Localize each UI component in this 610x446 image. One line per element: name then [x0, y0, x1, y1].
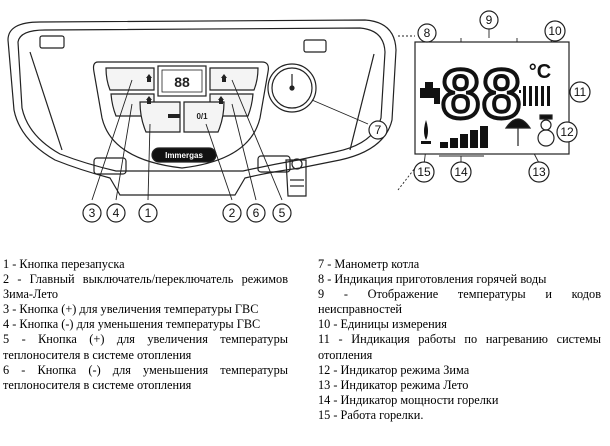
svg-text:3: 3 [89, 206, 96, 220]
svg-text:2: 2 [229, 206, 236, 220]
legend-item-2: 2 - Главный выключатель/переключатель ре… [3, 272, 288, 302]
svg-text:5: 5 [279, 206, 286, 220]
legend-item-12: 12 - Индикатор режима Зима [318, 362, 470, 377]
panel-inner-body [17, 27, 386, 172]
callout-5: 5 [272, 203, 292, 223]
callout-12: 12 [556, 121, 578, 143]
svg-text:6: 6 [253, 206, 260, 220]
tap-minus-icon [146, 96, 152, 104]
brand-label: Immergas [165, 151, 203, 160]
button-main-switch[interactable] [183, 101, 225, 133]
pressure-gauge [267, 63, 317, 113]
reset-icon [168, 114, 180, 118]
svg-text:9: 9 [486, 13, 493, 27]
legend-item-15: 15 - Работа горелки. [318, 407, 424, 422]
callout-9: 9 [479, 10, 499, 30]
bottom-right-clip [257, 155, 291, 173]
tap-plus-icon [146, 74, 152, 82]
button-heating-plus[interactable] [209, 67, 259, 91]
callout-6: 6 [246, 203, 266, 223]
svg-text:1: 1 [145, 206, 152, 220]
button-dhw-plus[interactable] [105, 67, 155, 91]
dhw-tap-icon [420, 82, 440, 104]
legend-item-14: 14 - Индикатор мощности горелки [318, 392, 499, 407]
svg-text:14: 14 [454, 165, 468, 179]
legend-item-10: 10 - Единицы измерения [318, 317, 447, 332]
legend-item-4: 4 - Кнопка (-) для уменьшения температур… [3, 317, 261, 332]
legend-item-9: 9 - Отображение температуры и кодов неис… [318, 287, 601, 317]
callout-7: 7 [368, 120, 388, 140]
top-left-clip [39, 35, 65, 49]
lcd-detail: 88 °C [414, 41, 570, 155]
callout-11: 11 [569, 81, 591, 103]
main-switch-label: 0/1 [196, 112, 208, 121]
radiator-minus-icon [218, 96, 224, 104]
brand-plate [151, 147, 217, 163]
callout-1: 1 [138, 203, 158, 223]
snowman-icon [537, 114, 555, 147]
callout-13: 13 [528, 161, 550, 183]
control-panel-diagram: 88 0/1 Immergas [7, 10, 591, 223]
svg-text:88: 88 [174, 74, 190, 90]
callout-8: 8 [417, 23, 437, 43]
lcd-unit: °C [529, 61, 551, 83]
flame-icon [421, 120, 431, 144]
legend-item-8: 8 - Индикация приготовления горячей воды [318, 272, 547, 287]
callout-14: 14 [450, 161, 472, 183]
radiator-icon [519, 86, 550, 106]
legend-right: 7 - Манометр котла 8 - Индикация пригото… [318, 257, 601, 423]
svg-text:13: 13 [532, 165, 546, 179]
svg-text:15: 15 [417, 165, 431, 179]
callout-15: 15 [413, 161, 435, 183]
control-module [92, 61, 269, 169]
umbrella-icon [504, 118, 532, 146]
svg-text:10: 10 [548, 24, 562, 38]
legend-item-5: 5 - Кнопка (+) для увеличения температур… [3, 332, 288, 362]
legend-item-1: 1 - Кнопка перезапуска [3, 257, 125, 271]
legend-item-7: 7 - Манометр котла [318, 257, 420, 271]
legend-item-3: 3 - Кнопка (+) для увеличения температур… [3, 302, 259, 317]
burner-power-bars [440, 126, 488, 148]
svg-text:12: 12 [560, 125, 574, 139]
callout-2: 2 [222, 203, 242, 223]
legend-left: 1 - Кнопка перезапуска 2 - Главный выклю… [3, 257, 288, 393]
callout-10: 10 [544, 20, 566, 42]
callout-3: 3 [82, 203, 102, 223]
legend-item-11: 11 - Индикация работы по нагреванию сист… [318, 332, 601, 362]
radiator-plus-icon [221, 74, 227, 82]
callouts: 1 2 3 4 5 6 7 8 9 10 11 12 13 14 15 [82, 10, 591, 223]
callout-4: 4 [106, 203, 126, 223]
boiler-panel: 88 0/1 Immergas [7, 19, 397, 197]
legend-item-6: 6 - Кнопка (-) для уменьшения температур… [3, 362, 288, 392]
side-bracket [285, 159, 307, 197]
lcd-digits: 88 [441, 55, 523, 133]
svg-text:11: 11 [574, 85, 587, 99]
svg-text:7: 7 [375, 123, 382, 137]
legend-item-13: 13 - Индикатор режима Лето [318, 377, 469, 392]
top-right-clip [303, 39, 327, 53]
svg-text:4: 4 [113, 206, 120, 220]
svg-text:8: 8 [424, 26, 431, 40]
panel-display-window [157, 65, 207, 97]
bottom-left-clip [93, 157, 127, 175]
